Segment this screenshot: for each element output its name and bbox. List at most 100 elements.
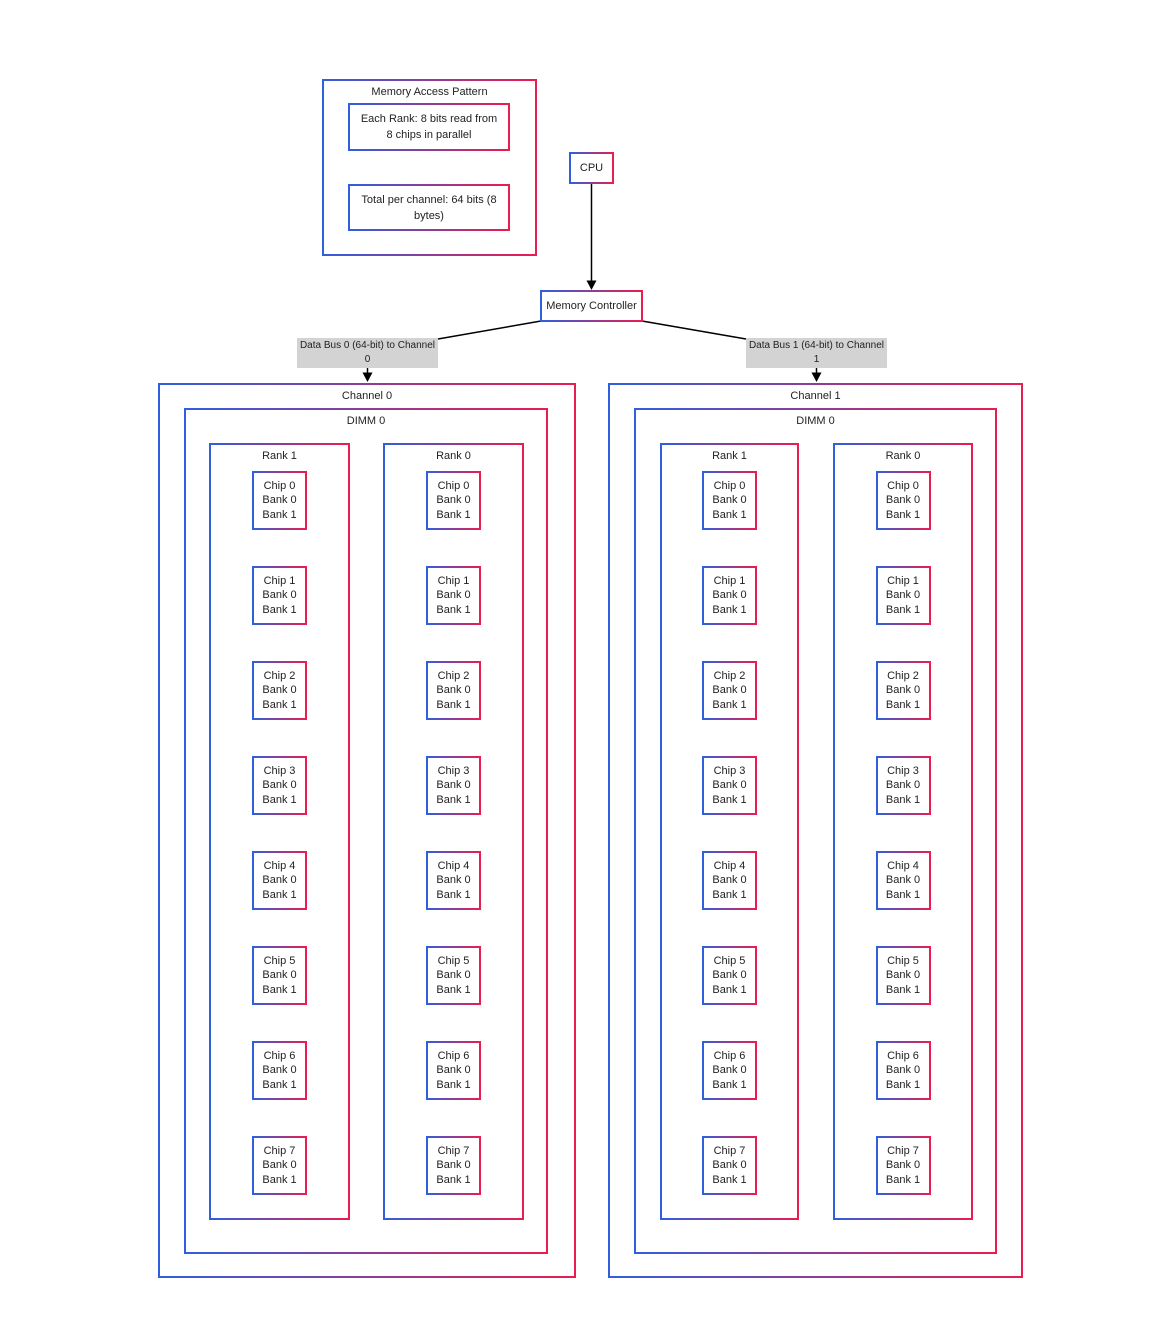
chip-label: Chip 5 <box>713 954 746 967</box>
bank-0-label: Bank 0 <box>436 684 471 697</box>
chip-label: Chip 1 <box>263 574 296 587</box>
chip-box: Chip 3 Bank 0 Bank 1 <box>252 756 307 815</box>
chip-box: Chip 7 Bank 0 Bank 1 <box>875 1136 931 1195</box>
chip-label: Chip 7 <box>263 1144 296 1157</box>
chip-box: Chip 0 Bank 0 Bank 1 <box>875 471 931 530</box>
channel-1-dimm-0-title: DIMM 0 <box>796 415 835 427</box>
bank-1-label: Bank 1 <box>885 793 921 806</box>
bank-1-label: Bank 1 <box>712 983 747 996</box>
bank-1-label: Bank 1 <box>712 603 747 616</box>
bank-0-label: Bank 0 <box>262 779 297 792</box>
chip-box: Chip 1 Bank 0 Bank 1 <box>426 566 481 625</box>
chip-box: Chip 6 Bank 0 Bank 1 <box>426 1041 481 1100</box>
arrowhead-icon <box>586 280 597 290</box>
bank-0-label: Bank 0 <box>885 589 921 602</box>
bank-1-label: Bank 1 <box>712 793 747 806</box>
rank-title: Rank 1 <box>712 450 747 462</box>
chip-list: Chip 0 Bank 0 Bank 1 Chip 1 Bank 0 Bank … <box>426 471 481 1195</box>
chip-box: Chip 2 Bank 0 Bank 1 <box>875 661 931 720</box>
chip-label: Chip 2 <box>887 669 919 682</box>
arrowhead-icon <box>362 372 373 382</box>
note-text: Total per channel: 64 bits (8 bytes) <box>361 193 497 222</box>
memory-controller-label: Memory Controller <box>546 300 637 312</box>
chip-label: Chip 5 <box>263 954 296 967</box>
access-pattern-note-channel: Total per channel: 64 bits (8 bytes) <box>348 184 510 231</box>
chip-label: Chip 1 <box>713 574 746 587</box>
bank-1-label: Bank 1 <box>262 888 297 901</box>
bank-0-label: Bank 0 <box>262 589 297 602</box>
bank-1-label: Bank 1 <box>712 1173 747 1186</box>
bank-1-label: Bank 1 <box>712 508 747 521</box>
chip-label: Chip 5 <box>437 954 470 967</box>
chip-label: Chip 6 <box>713 1049 746 1062</box>
bank-0-label: Bank 0 <box>436 874 471 887</box>
bank-0-label: Bank 0 <box>436 1064 471 1077</box>
chip-box: Chip 3 Bank 0 Bank 1 <box>702 756 757 815</box>
bank-0-label: Bank 0 <box>262 874 297 887</box>
chip-box: Chip 0 Bank 0 Bank 1 <box>702 471 757 530</box>
bank-0-label: Bank 0 <box>436 494 471 507</box>
bank-1-label: Bank 1 <box>262 698 297 711</box>
chip-label: Chip 5 <box>887 954 919 967</box>
bank-0-label: Bank 0 <box>436 589 471 602</box>
chip-box: Chip 7 Bank 0 Bank 1 <box>252 1136 307 1195</box>
bank-1-label: Bank 1 <box>712 888 747 901</box>
chip-box: Chip 0 Bank 0 Bank 1 <box>426 471 481 530</box>
bank-0-label: Bank 0 <box>712 494 747 507</box>
chip-label: Chip 1 <box>437 574 470 587</box>
channel-0-rank-0-box: Rank 0 Chip 0 Bank 0 Bank 1 Chip 1 Bank … <box>383 443 524 1220</box>
chip-label: Chip 4 <box>713 859 746 872</box>
bank-0-label: Bank 0 <box>262 684 297 697</box>
chip-box: Chip 4 Bank 0 Bank 1 <box>875 851 931 910</box>
chip-box: Chip 1 Bank 0 Bank 1 <box>702 566 757 625</box>
note-text: Each Rank: 8 bits read from 8 chips in p… <box>360 113 498 141</box>
bank-0-label: Bank 0 <box>262 1064 297 1077</box>
data-bus-0-label-line2: 0 <box>364 354 371 365</box>
bank-1-label: Bank 1 <box>436 603 471 616</box>
chip-label: Chip 4 <box>437 859 470 872</box>
chip-label: Chip 0 <box>437 479 470 492</box>
bank-1-label: Bank 1 <box>262 603 297 616</box>
cpu-box: CPU <box>569 152 614 184</box>
chip-box: Chip 3 Bank 0 Bank 1 <box>426 756 481 815</box>
data-bus-1-label-line2: 1 <box>813 354 820 365</box>
chip-box: Chip 6 Bank 0 Bank 1 <box>702 1041 757 1100</box>
memory-access-pattern-title: Memory Access Pattern <box>371 86 488 98</box>
bank-1-label: Bank 1 <box>436 508 471 521</box>
bank-0-label: Bank 0 <box>712 969 747 982</box>
chip-box: Chip 2 Bank 0 Bank 1 <box>702 661 757 720</box>
bank-1-label: Bank 1 <box>262 983 297 996</box>
chip-box: Chip 5 Bank 0 Bank 1 <box>426 946 481 1005</box>
chip-label: Chip 4 <box>263 859 296 872</box>
chip-label: Chip 6 <box>437 1049 470 1062</box>
chip-label: Chip 3 <box>887 764 919 777</box>
chip-label: Chip 2 <box>263 669 296 682</box>
bank-1-label: Bank 1 <box>712 698 747 711</box>
chip-box: Chip 2 Bank 0 Bank 1 <box>252 661 307 720</box>
chip-label: Chip 2 <box>437 669 470 682</box>
chip-box: Chip 3 Bank 0 Bank 1 <box>875 756 931 815</box>
chip-box: Chip 1 Bank 0 Bank 1 <box>875 566 931 625</box>
bank-0-label: Bank 0 <box>885 969 921 982</box>
chip-box: Chip 1 Bank 0 Bank 1 <box>252 566 307 625</box>
chip-box: Chip 4 Bank 0 Bank 1 <box>702 851 757 910</box>
bank-1-label: Bank 1 <box>885 1078 921 1091</box>
memory-controller-box: Memory Controller <box>540 290 643 322</box>
rank-title: Rank 1 <box>262 450 297 462</box>
bank-0-label: Bank 0 <box>712 589 747 602</box>
bank-1-label: Bank 1 <box>436 888 471 901</box>
channel-1-title: Channel 1 <box>790 390 841 402</box>
bank-1-label: Bank 1 <box>885 603 921 616</box>
cpu-label: CPU <box>579 162 604 174</box>
bank-1-label: Bank 1 <box>885 508 921 521</box>
chip-box: Chip 2 Bank 0 Bank 1 <box>426 661 481 720</box>
bank-0-label: Bank 0 <box>712 684 747 697</box>
bank-1-label: Bank 1 <box>262 508 297 521</box>
channel-1-rank-1-box: Rank 1 Chip 0 Bank 0 Bank 1 Chip 1 Bank … <box>660 443 799 1220</box>
chip-label: Chip 3 <box>713 764 746 777</box>
channel-0-title: Channel 0 <box>341 390 393 402</box>
bank-1-label: Bank 1 <box>436 1078 471 1091</box>
chip-label: Chip 6 <box>887 1049 919 1062</box>
controller-to-bus1-line <box>641 320 747 340</box>
chip-label: Chip 4 <box>887 859 919 872</box>
